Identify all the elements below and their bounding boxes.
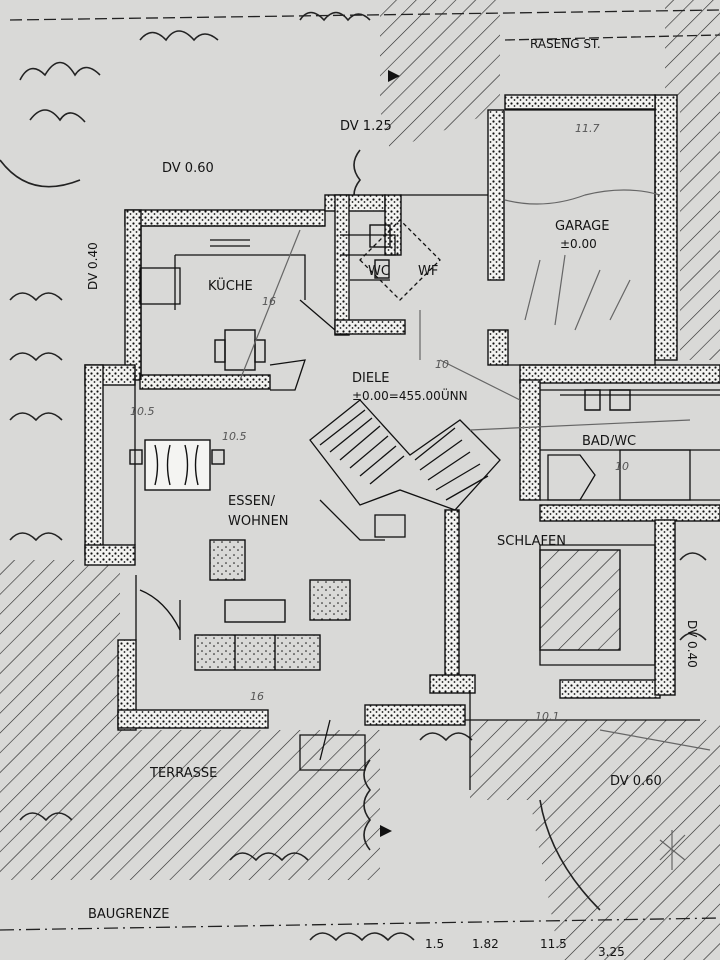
- wohnen-label: WOHNEN: [228, 514, 289, 529]
- dv-top-label: DV 1.25: [340, 119, 392, 134]
- dim-label-4: 3.25: [598, 945, 625, 959]
- baugrenze-label: BAUGRENZE: [88, 907, 170, 922]
- dv-side-right-label: DV 0.40: [685, 620, 699, 668]
- diele-label: DIELE: [352, 371, 390, 386]
- dv-side-left-label: DV 0.40: [86, 242, 100, 290]
- bath-area-note: 10: [615, 460, 629, 473]
- kueche-label: KÜCHE: [208, 277, 253, 294]
- walls: [84, 94, 720, 731]
- diele-level: ±0.00=455.00ÜNN: [352, 387, 468, 403]
- garage-label: GARAGE: [555, 219, 609, 234]
- garage-level: ±0.00: [560, 237, 597, 251]
- dv-left-top-label: DV 0.60: [162, 161, 214, 176]
- bed: [539, 549, 621, 651]
- vegetation: [0, 11, 707, 942]
- dim-label-2: 1.82: [472, 937, 499, 951]
- dim-label-1: 1.5: [425, 937, 444, 951]
- area-annotations: 16 10.5 10.5 10 10 10.1 11.7 16: [130, 122, 629, 723]
- garage-area-note: 11.7: [575, 122, 600, 135]
- diele-area-note: 10: [435, 358, 449, 371]
- terrasse-label: TERRASSE: [149, 766, 217, 781]
- schlafen-label: SCHLAFEN: [497, 534, 566, 549]
- door-swing: [139, 589, 181, 631]
- dining-table: [144, 439, 211, 491]
- dim-label-3: 11.5: [540, 937, 567, 951]
- dv-bottom-right-label: DV 0.60: [610, 774, 662, 789]
- wc-label: WC: [368, 264, 390, 279]
- essen-label: ESSEN/: [228, 494, 276, 509]
- labels: RASENG ST. DV 1.25 DV 0.60 DV 0.40 DV 0.…: [86, 37, 699, 959]
- street-label: RASENG ST.: [530, 37, 601, 51]
- arrow-markers: [380, 70, 400, 837]
- dining-left-note: 10.5: [130, 405, 155, 418]
- sleep-area-note: 10.1: [535, 710, 560, 723]
- armchair: [209, 539, 246, 581]
- living-bottom-note: 16: [250, 690, 264, 703]
- dining-mid-note: 10.5: [222, 430, 247, 443]
- staircase: [309, 399, 501, 541]
- coffee-table: [224, 599, 286, 623]
- wf-label: WF: [418, 264, 438, 279]
- furniture: [129, 224, 631, 671]
- kitchen-table: [224, 329, 256, 371]
- bad-wc-label: BAD/WC: [582, 434, 636, 449]
- armchair: [309, 579, 351, 621]
- boundary-lines: [0, 9, 720, 931]
- kitchen-area-note: 16: [262, 295, 276, 308]
- pencil-marks: [239, 189, 711, 870]
- sofa: [194, 634, 321, 671]
- toilet: [369, 224, 391, 248]
